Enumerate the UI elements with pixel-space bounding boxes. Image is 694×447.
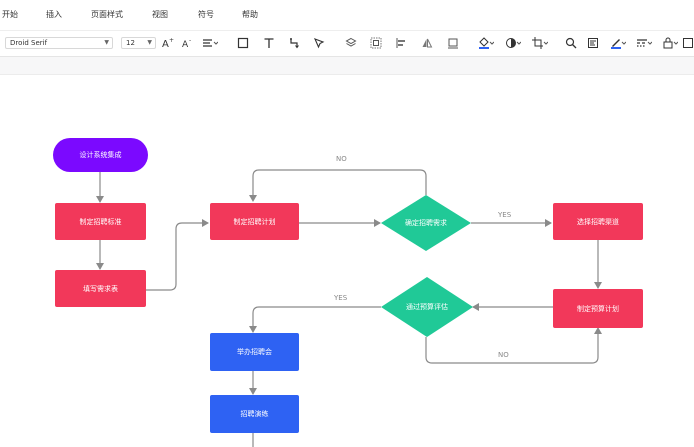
- shadow-icon[interactable]: [503, 35, 523, 51]
- node-confirm-needs[interactable]: 确定招聘需求: [381, 195, 471, 251]
- menu-insert[interactable]: 插入: [46, 10, 62, 19]
- edge-confirm-no: [249, 169, 427, 202]
- menu-bar: 开始 插入 页面样式 视图 符号 帮助: [0, 0, 694, 31]
- node-budget-eval-label: 通过预算评估: [406, 303, 448, 311]
- search-icon[interactable]: [563, 35, 579, 51]
- edge-form-plan: [146, 219, 209, 291]
- svg-text:+: +: [169, 37, 174, 44]
- menu-view[interactable]: 视图: [152, 10, 168, 19]
- menu-symbol[interactable]: 符号: [198, 10, 214, 19]
- group-icon[interactable]: [368, 35, 384, 51]
- ruler: [0, 57, 694, 75]
- drawing-canvas[interactable]: NO YES YES NO 设计系统集成 制定招聘标准 填写需求表 制定招聘计划…: [0, 75, 694, 447]
- line-style-icon[interactable]: [634, 35, 654, 51]
- fill-icon[interactable]: [476, 35, 496, 51]
- rectangle-icon[interactable]: [235, 35, 251, 51]
- font-family-select[interactable]: Droid Serif ▼: [5, 37, 113, 49]
- flip-icon[interactable]: [419, 35, 435, 51]
- node-rehearsal[interactable]: 招聘演练: [210, 395, 299, 433]
- chevron-down-icon: ▼: [147, 39, 152, 46]
- svg-text:A: A: [182, 40, 189, 49]
- edge-label-no-top: NO: [336, 155, 347, 163]
- font-increase-icon[interactable]: A+: [160, 35, 176, 51]
- more-icon[interactable]: [682, 35, 694, 51]
- edge-eval-fair: [249, 306, 381, 333]
- crop-icon[interactable]: [530, 35, 550, 51]
- font-size-select[interactable]: 12 ▼: [121, 37, 156, 49]
- node-confirm-needs-label: 确定招聘需求: [405, 219, 447, 227]
- frame-icon[interactable]: [445, 35, 461, 51]
- node-job-fair[interactable]: 举办招聘会: [210, 333, 299, 371]
- layers-icon[interactable]: [343, 35, 359, 51]
- connector-icon[interactable]: [287, 35, 303, 51]
- pointer-icon[interactable]: [311, 35, 327, 51]
- edge-eval-no: [425, 327, 602, 364]
- menu-page-style[interactable]: 页面样式: [91, 10, 123, 19]
- toolbar: Droid Serif ▼ 12 ▼ A+ A-: [0, 31, 694, 57]
- lock-icon[interactable]: [660, 35, 680, 51]
- align-icon[interactable]: [200, 35, 220, 51]
- align-left-icon[interactable]: [393, 35, 409, 51]
- node-select-channel[interactable]: 选择招聘渠道: [553, 203, 643, 240]
- edge-label-yes-left: YES: [334, 294, 348, 302]
- menu-help[interactable]: 帮助: [242, 10, 258, 19]
- font-size-value: 12: [126, 39, 135, 47]
- svg-text:-: -: [189, 37, 191, 44]
- line-color-icon[interactable]: [608, 35, 628, 51]
- node-recruit-plan[interactable]: 制定招聘计划: [210, 203, 299, 240]
- node-budget-eval[interactable]: 通过预算评估: [381, 277, 473, 337]
- font-family-value: Droid Serif: [10, 39, 48, 47]
- text-icon[interactable]: [261, 35, 277, 51]
- node-budget-plan[interactable]: 制定预算计划: [553, 289, 643, 328]
- page-icon[interactable]: [585, 35, 601, 51]
- edge-label-yes-right: YES: [498, 211, 512, 219]
- node-start[interactable]: 设计系统集成: [53, 138, 148, 172]
- edge-label-no-bottom: NO: [498, 351, 509, 359]
- menu-home[interactable]: 开始: [2, 10, 18, 19]
- font-decrease-icon[interactable]: A-: [180, 35, 196, 51]
- chevron-down-icon: ▼: [104, 39, 109, 46]
- node-define-standard[interactable]: 制定招聘标准: [55, 203, 146, 240]
- svg-text:A: A: [162, 39, 169, 49]
- node-fill-form[interactable]: 填写需求表: [55, 270, 146, 307]
- connectors: [96, 169, 602, 447]
